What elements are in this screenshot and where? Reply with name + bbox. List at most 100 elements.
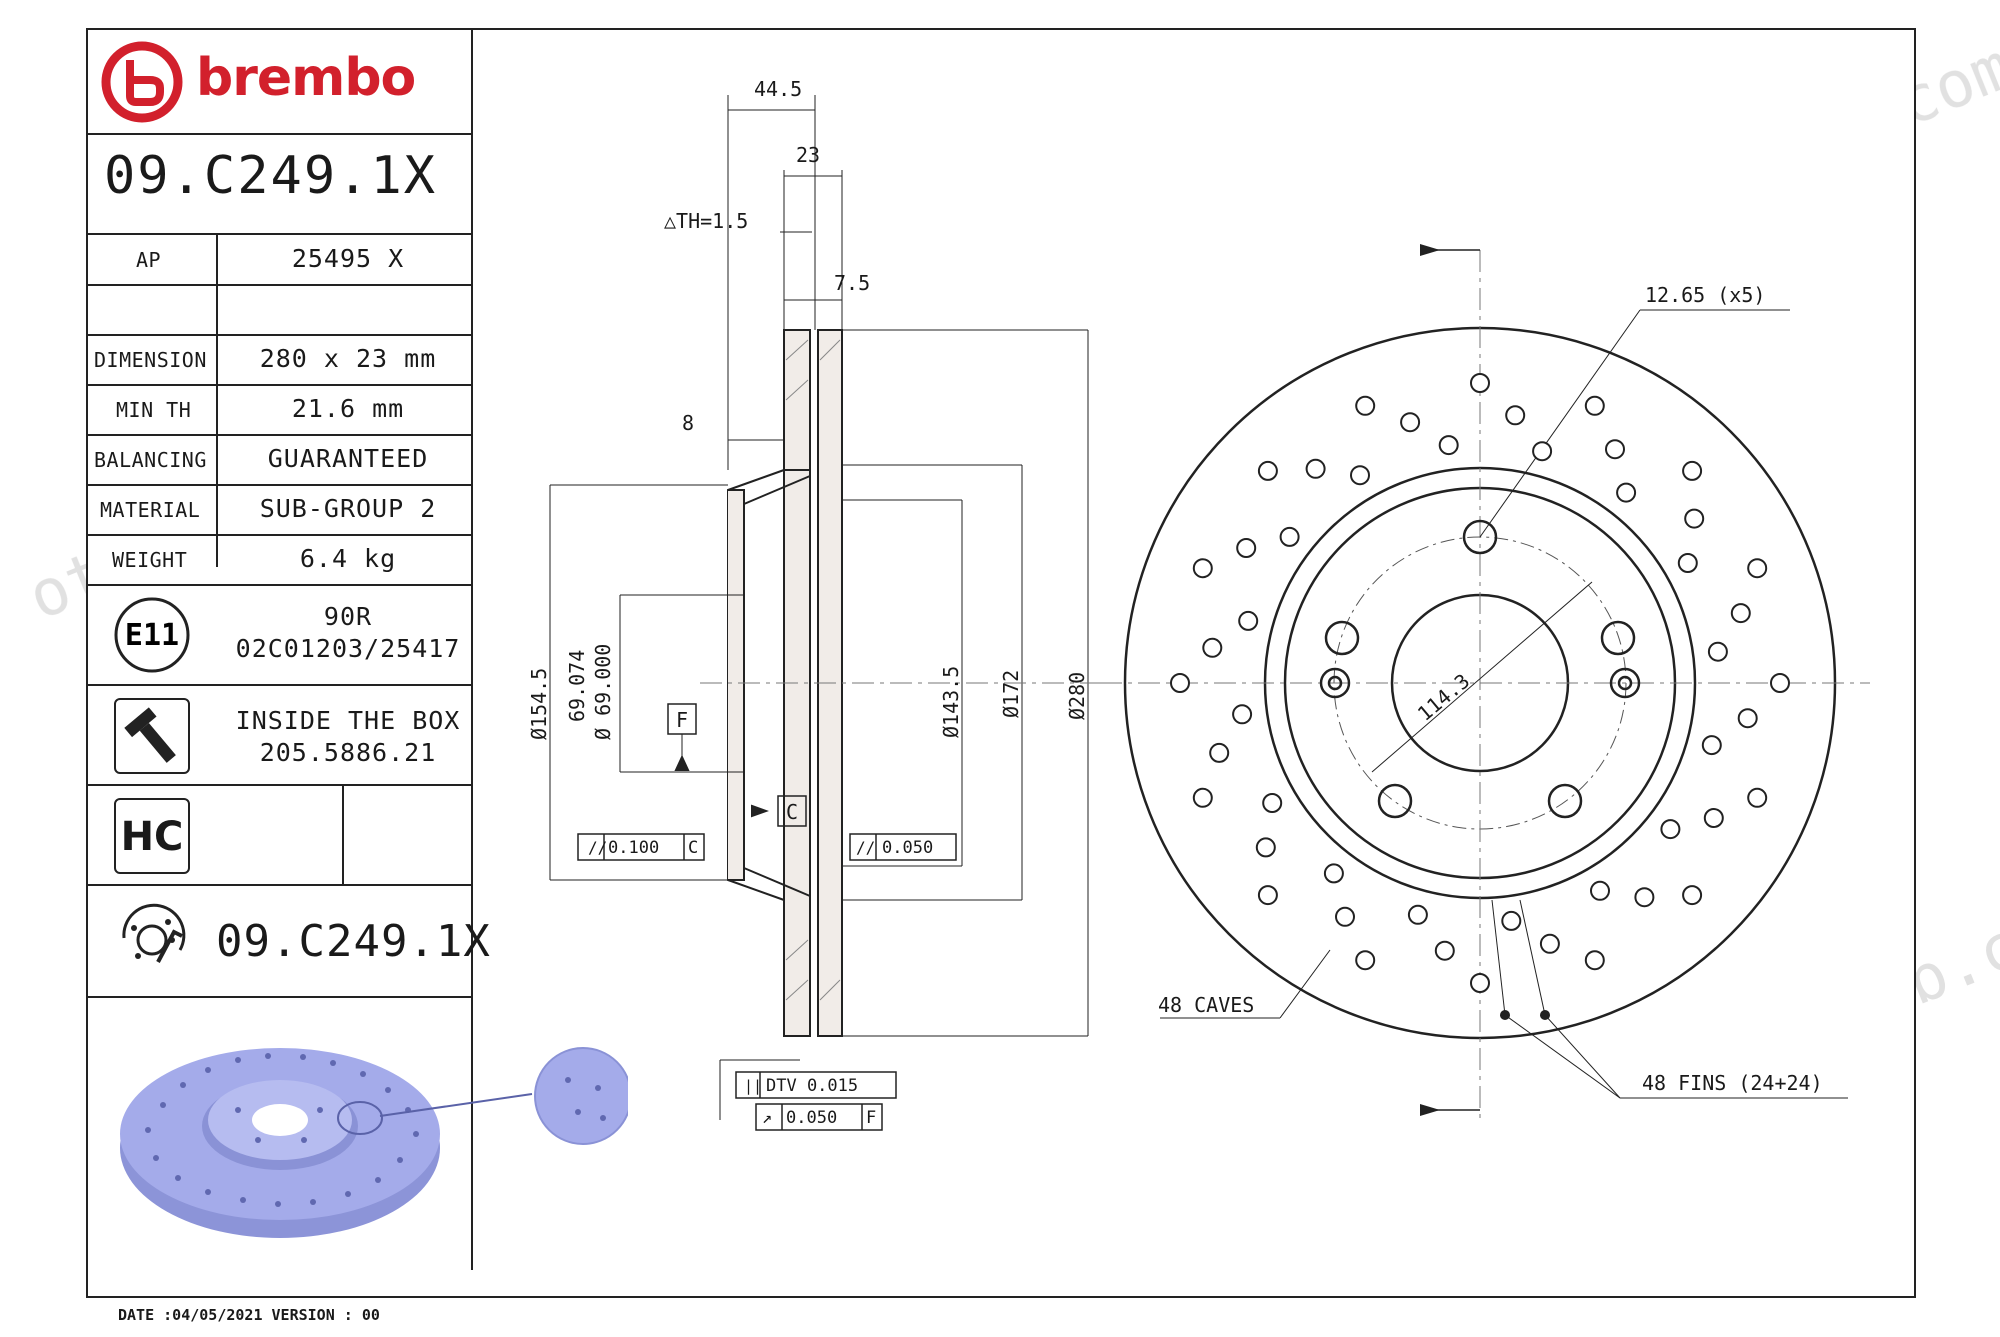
dim-thickness-variation: △TH=1.5 (664, 209, 748, 233)
drill-hole (1616, 482, 1637, 503)
runout-value: 0.050 (786, 1108, 837, 1128)
spec-value-dimension: 280 x 23 mm (259, 344, 437, 373)
drill-hole (1355, 950, 1376, 971)
drill-hole (1737, 708, 1758, 729)
drill-hole (1505, 405, 1526, 426)
drill-holes (1170, 373, 1790, 993)
drilled-part-number: 09.C249.1X (216, 916, 491, 967)
drill-hole (1323, 863, 1344, 884)
spec-table-divider (216, 233, 218, 567)
drill-hole (1532, 441, 1553, 462)
drill-hole (1335, 906, 1355, 927)
drill-hole (1238, 610, 1259, 631)
part-number: 09.C249.1X (104, 146, 438, 206)
drill-hole (1434, 940, 1455, 961)
drill-hole (1192, 787, 1213, 808)
drill-hole (1707, 641, 1728, 662)
tol-left-value: 0.100 (608, 838, 659, 858)
drill-hole (1677, 553, 1698, 573)
spec-value-material: SUB-GROUP 2 (259, 494, 437, 523)
divider (88, 484, 471, 486)
caves-callout: 48 CAVES (1158, 993, 1254, 1017)
tol-parallel-symbol: // (588, 838, 607, 857)
runout-symbol: ↗ (762, 1108, 772, 1128)
dim-hat-offset: 7.5 (834, 271, 870, 295)
spec-label-ap: AP (136, 248, 162, 272)
fins-callout: 48 FINS (24+24) (1642, 1071, 1823, 1095)
drill-hole (1236, 538, 1257, 558)
divider (88, 233, 471, 235)
screw-part-number: 205.5886.21 (259, 738, 437, 767)
dim-dia-69-lower: Ø 69.000 (591, 644, 615, 740)
drill-hole (1202, 637, 1223, 658)
e11-circle-icon: E11 (114, 597, 190, 673)
divider (88, 784, 471, 786)
drill-hole (1584, 395, 1605, 416)
drill-hole (1682, 885, 1703, 906)
drill-hole (1400, 412, 1421, 433)
tol-left-ref: C (688, 838, 698, 858)
divider (88, 584, 471, 586)
drill-hole (1350, 465, 1370, 486)
disc-render (108, 1030, 632, 1260)
drill-hole (1209, 742, 1230, 763)
drill-hole (1730, 603, 1751, 624)
drill-hole (1701, 735, 1722, 756)
spec-value-ap: 25495 X (291, 244, 405, 273)
tol-right-symbol: // (856, 838, 875, 857)
spec-value-weight: 6.4 kg (299, 544, 397, 573)
divider (88, 384, 471, 386)
drill-hole (1279, 526, 1300, 547)
brembo-logo: brembo (100, 38, 460, 128)
homologation-regulation: 90R (323, 602, 373, 631)
drill-hole (1590, 880, 1610, 901)
runout-ref: F (866, 1108, 876, 1128)
divider (88, 434, 471, 436)
screw-box-note: INSIDE THE BOX (235, 706, 461, 735)
divider (88, 284, 471, 286)
divider (342, 784, 344, 884)
drill-hole (1584, 950, 1605, 971)
spec-label-dimension: DIMENSION (94, 348, 207, 372)
drill-hole (1539, 933, 1560, 954)
drill-hole (1682, 460, 1703, 481)
pcd-dimension: 114.3 (1413, 669, 1475, 726)
bolt-hole-callout: 12.65 (x5) (1645, 283, 1765, 307)
dtv-value: DTV 0.015 (766, 1076, 858, 1096)
dim-disc-thickness: 23 (796, 143, 820, 167)
datum-f: F (676, 708, 688, 732)
drawing-sheet: brembo 09.C249.1X AP 25495 X DIMENSION 2… (86, 28, 1916, 1324)
drill-hole (1605, 439, 1625, 460)
spec-value-min-th: 21.6 mm (291, 394, 405, 423)
drill-hole (1770, 673, 1790, 693)
drill-hole (1660, 819, 1681, 840)
hc-badge: HC (114, 798, 190, 874)
drill-hole (1407, 904, 1428, 925)
drill-hole (1232, 704, 1253, 725)
dim-dia-154: Ø154.5 (527, 668, 551, 740)
screw-icon-graphic (124, 707, 176, 763)
divider (88, 534, 471, 536)
spec-value-balancing: GUARANTEED (267, 444, 429, 473)
divider (88, 684, 471, 686)
e11-mark-text: E11 (125, 618, 179, 653)
spec-label-weight: WEIGHT (112, 548, 188, 572)
divider (88, 133, 471, 135)
drill-hole (1438, 435, 1459, 456)
drill-hole (1355, 395, 1376, 416)
drill-hole (1747, 787, 1768, 808)
drilled-disc-icon (112, 898, 192, 978)
hc-badge-text: HC (120, 814, 184, 860)
divider (88, 884, 471, 886)
spec-label-balancing: BALANCING (94, 448, 207, 472)
drill-hole (1170, 673, 1190, 693)
drill-hole (1501, 910, 1522, 931)
drill-hole (1470, 973, 1490, 993)
dim-dia-143: Ø143.5 (939, 666, 963, 738)
divider (88, 334, 471, 336)
drill-hole (1257, 885, 1278, 906)
drill-hole (1192, 558, 1213, 579)
info-column-border (471, 30, 473, 1270)
